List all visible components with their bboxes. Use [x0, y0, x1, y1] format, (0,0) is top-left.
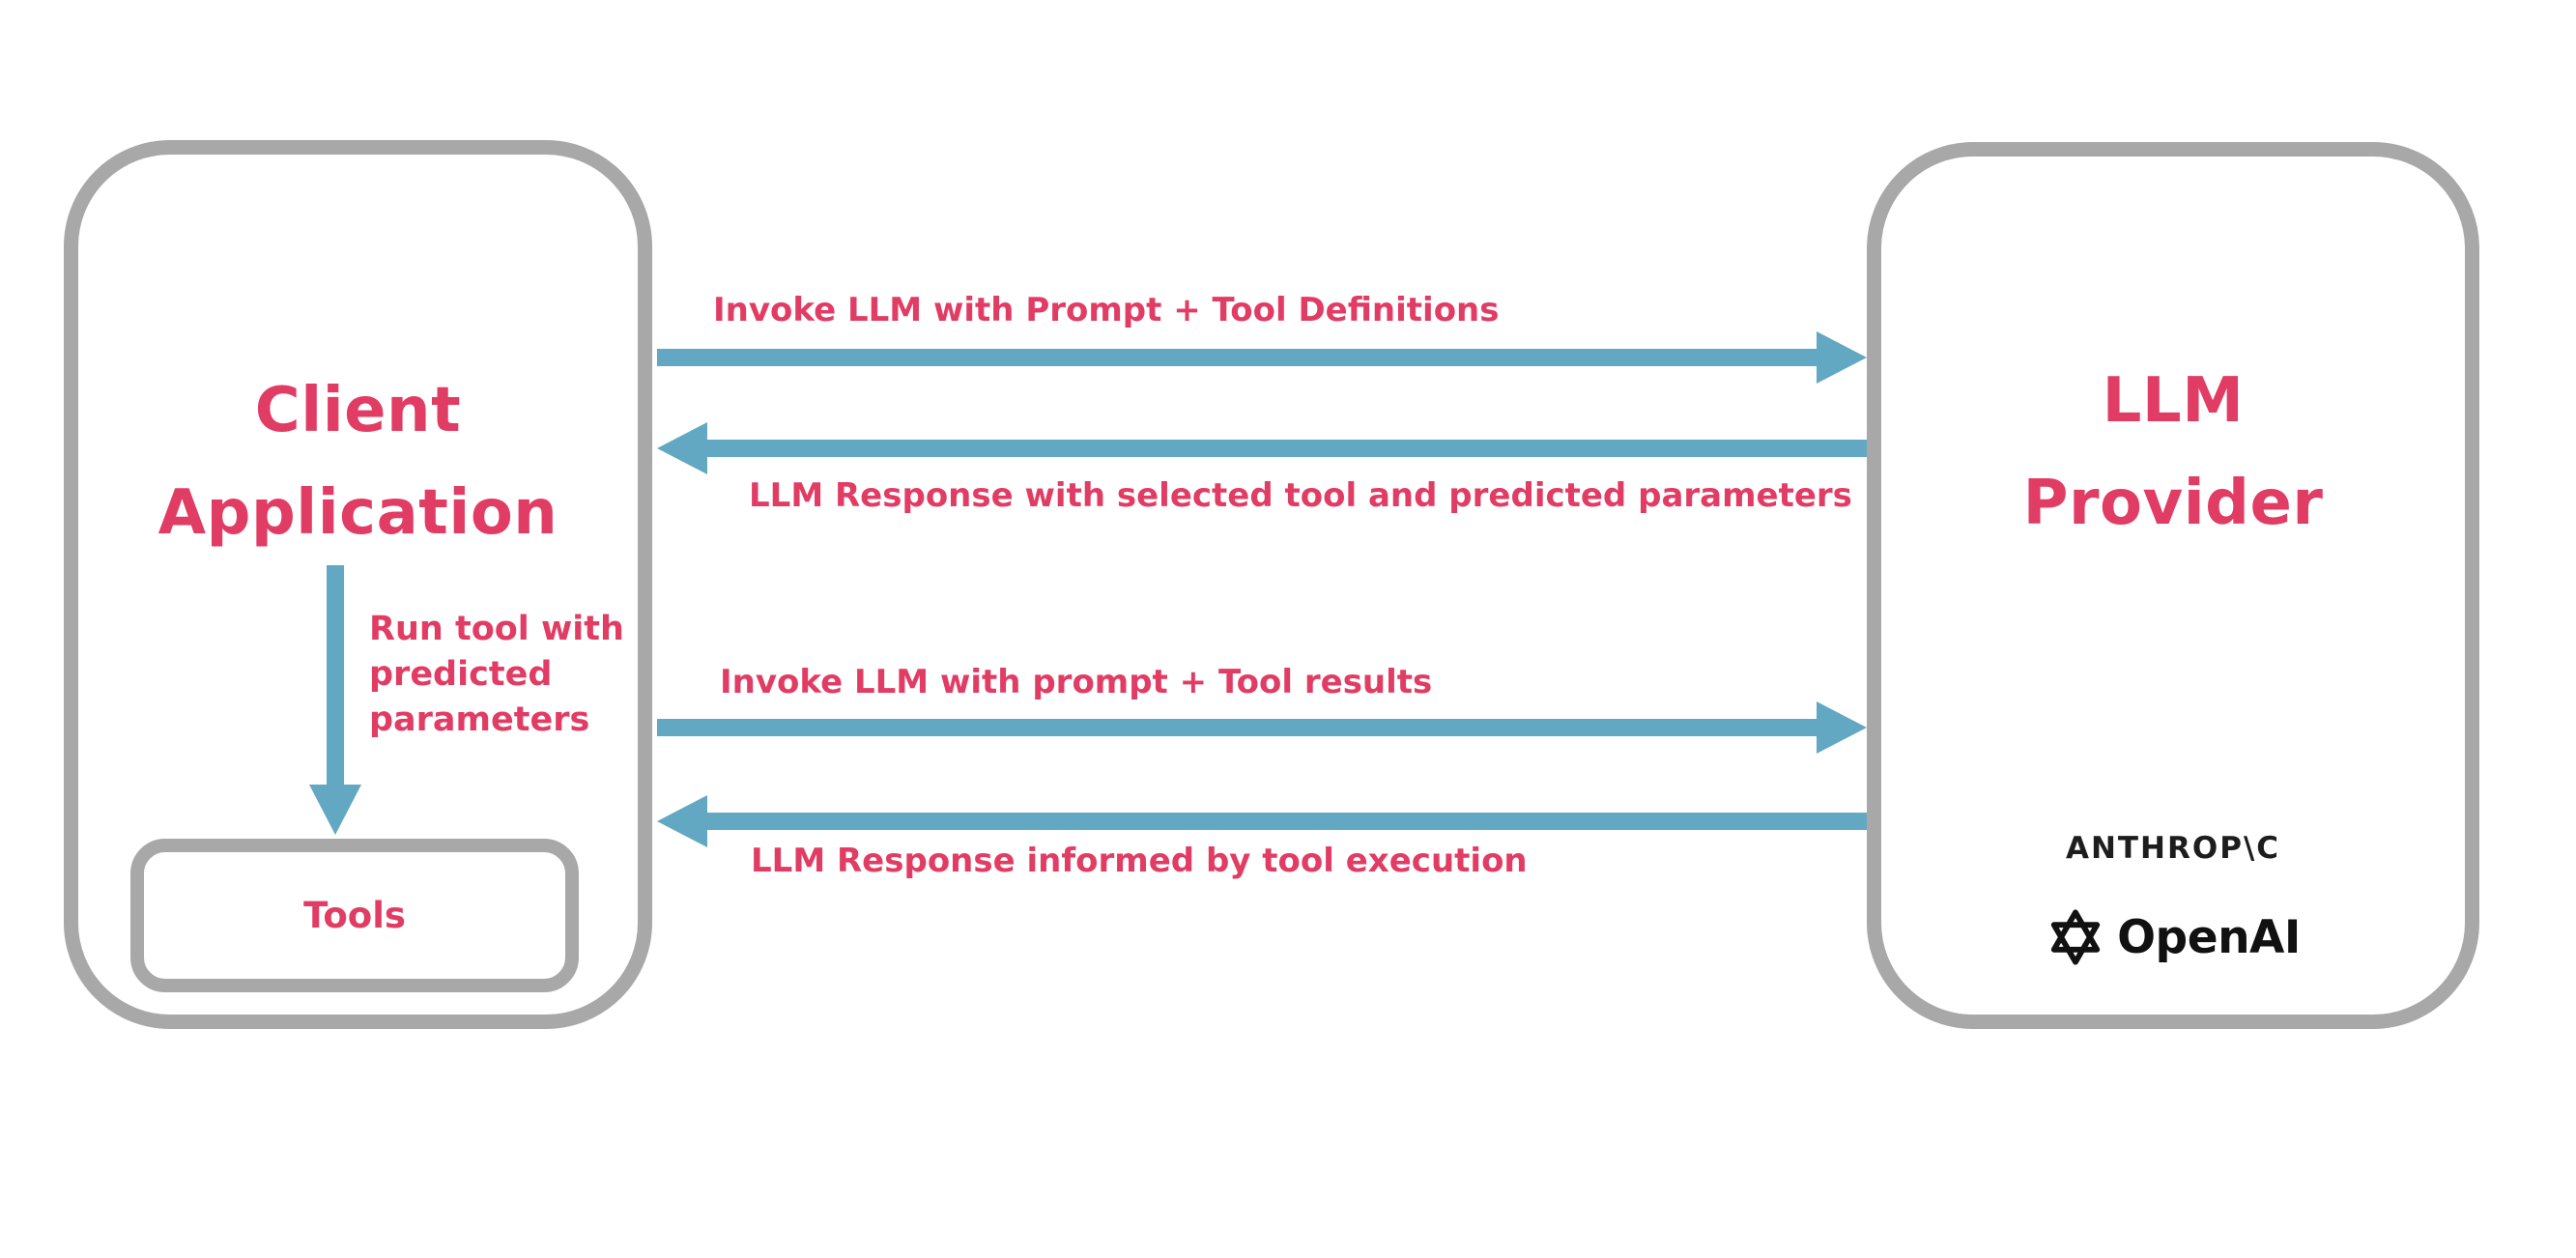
llm-response-selected-tool-label: LLM Response with selected tool and pred…: [749, 476, 1852, 515]
invoke-llm-definitions-label: Invoke LLM with Prompt + Tool Definition…: [713, 291, 1500, 329]
invoke-llm-tool-results-label: Invoke LLM with prompt + Tool results: [720, 663, 1433, 701]
client-application-title: Client Application: [64, 359, 652, 564]
invoke-llm-tool-results-arrow: [657, 701, 1867, 754]
tools-box: Tools: [130, 839, 579, 992]
invoke-llm-definitions-arrow: [657, 331, 1867, 384]
llm-provider-box: [1867, 142, 2479, 1029]
llm-response-informed-label: LLM Response informed by tool execution: [751, 842, 1528, 880]
openai-icon: [2050, 909, 2101, 965]
openai-wordmark: OpenAI: [2117, 910, 2301, 964]
llm-response-informed-arrow: [657, 795, 1867, 847]
run-tool-arrow: [309, 565, 361, 835]
anthropic-wordmark: ANTHROP\C: [2065, 831, 2281, 866]
tools-label: Tools: [303, 895, 406, 936]
client-title-line-2: Application: [157, 477, 558, 549]
llm-provider-title: LLM Provider: [1867, 350, 2479, 555]
run-tool-label: Run tool with predicted parameters: [369, 610, 624, 739]
llm-response-selected-tool-arrow: [657, 422, 1867, 474]
openai-logo: OpenAI: [1867, 901, 2479, 973]
provider-title-line-1: LLM: [2102, 365, 2245, 437]
provider-title-line-2: Provider: [2022, 468, 2324, 539]
client-title-line-1: Client: [254, 375, 462, 446]
